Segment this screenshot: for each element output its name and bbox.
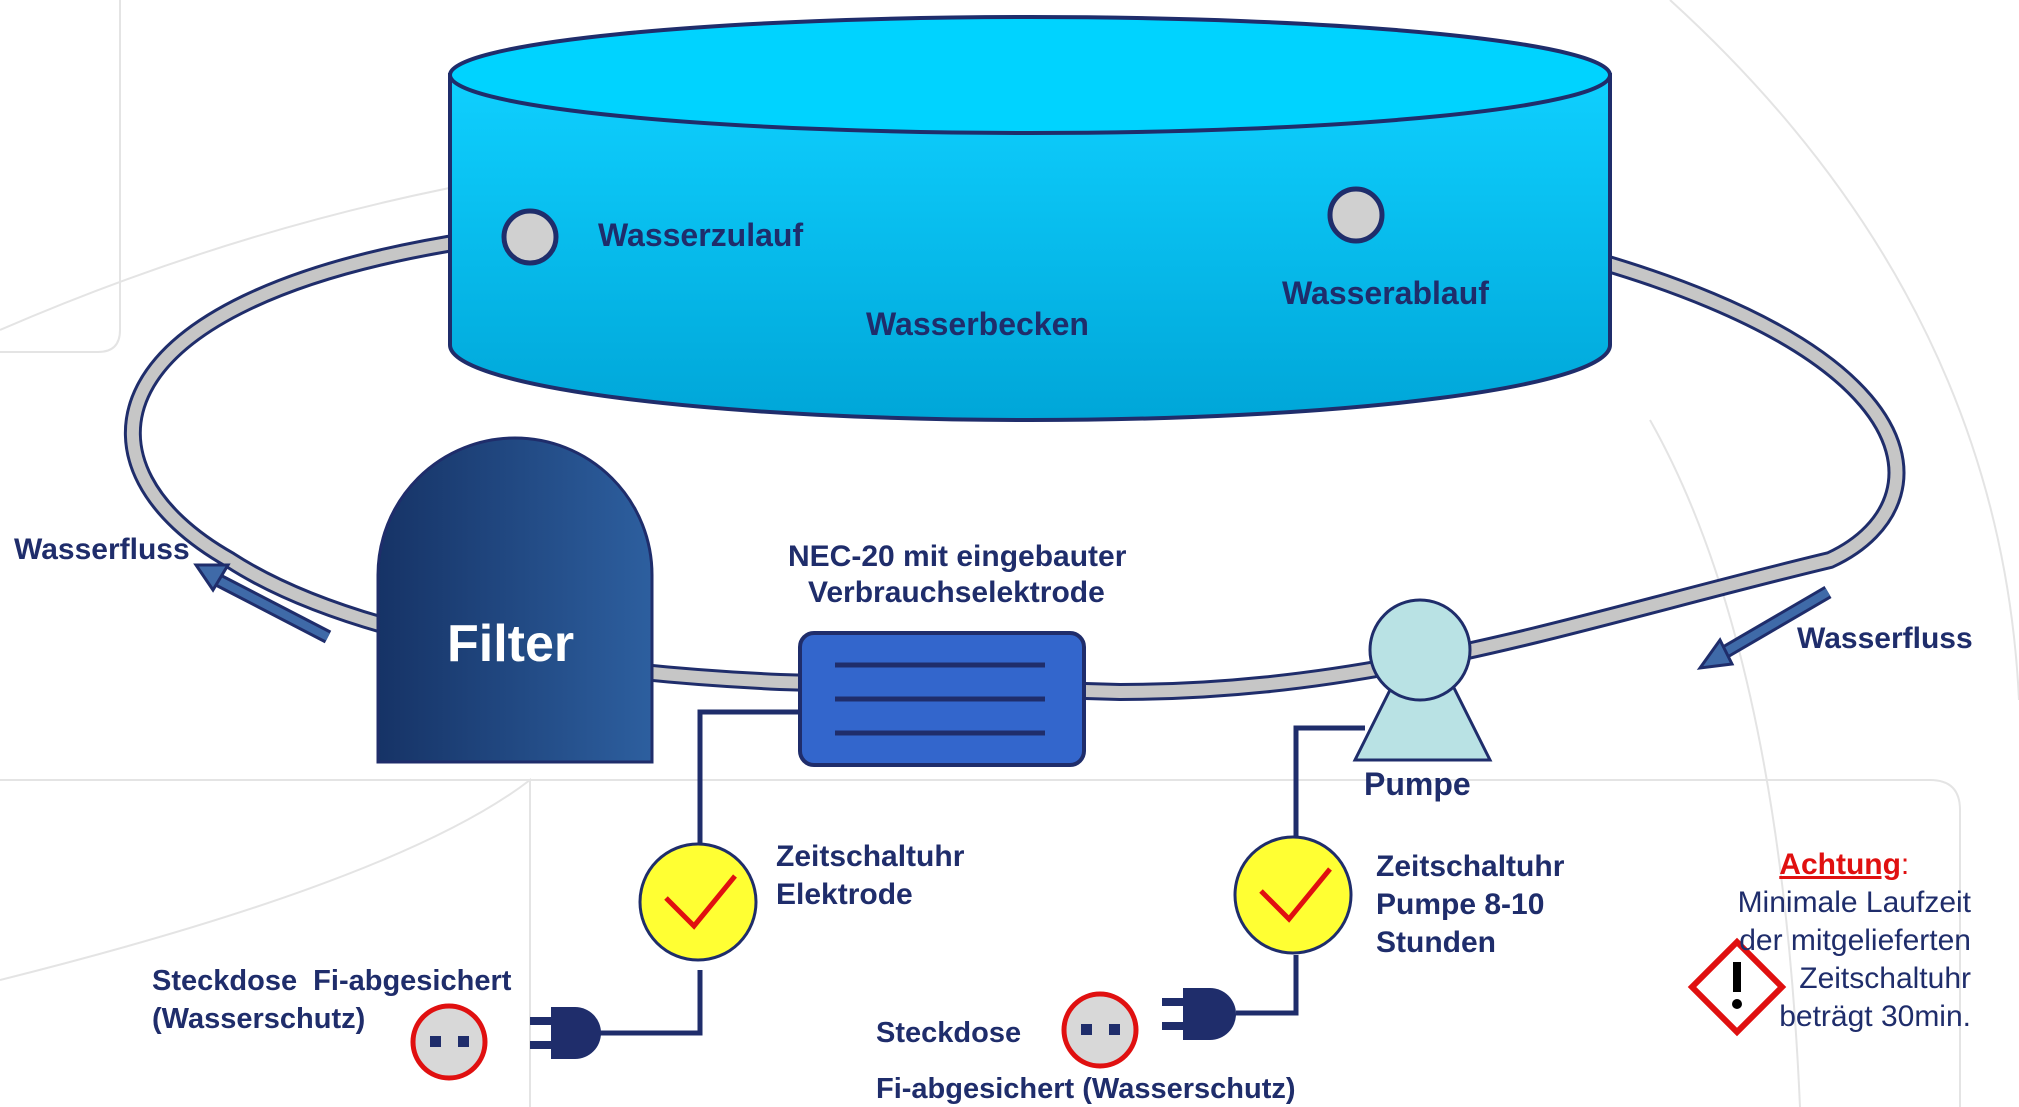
outlet-port xyxy=(1327,186,1385,244)
power-wires xyxy=(590,709,1365,1036)
warning-line3: Zeitschaltuhr xyxy=(1799,962,1971,995)
flow-label-right: Wasserfluss xyxy=(1797,622,1973,655)
pool-label: Wasserbecken xyxy=(866,306,1089,342)
socket-right-label-line1: Steckdose xyxy=(876,1017,1022,1049)
hazard-exclamation-icon xyxy=(1687,937,1787,1037)
warning-heading: Achtung: xyxy=(1738,846,1971,884)
electrode-label-line1: NEC-20 mit eingebauter xyxy=(788,540,1127,573)
timer-electrode-label-line1: Zeitschaltuhr xyxy=(776,840,965,873)
electrode-unit xyxy=(798,631,1086,767)
socket-left-label-line2: (Wasserschutz) xyxy=(152,1003,366,1035)
plug-icon xyxy=(1162,988,1236,1040)
socket-icon xyxy=(1061,991,1139,1069)
inlet-label: Wasserzulauf xyxy=(598,217,804,253)
warning-line4: beträgt 30min. xyxy=(1779,1000,1971,1033)
electrode-label-line2: Verbrauchselektrode xyxy=(808,576,1105,609)
timer-pump-label-line3: Stunden xyxy=(1376,926,1496,959)
flow-label-left: Wasserfluss xyxy=(14,533,190,566)
arrow-icon xyxy=(193,563,332,644)
socket-right-label-line2: Fi-abgesichert (Wasserschutz) xyxy=(876,1073,1296,1105)
outlet-label: Wasserablauf xyxy=(1282,275,1489,311)
pump-label: Pumpe xyxy=(1364,766,1471,802)
filter-unit xyxy=(376,436,654,764)
timer-pump-label-line1: Zeitschaltuhr xyxy=(1376,850,1565,883)
warning-line2: der mitgelieferten xyxy=(1739,924,1971,957)
check-mark-icon xyxy=(1259,867,1332,923)
plug-icon xyxy=(530,1007,601,1059)
warning-line1: Minimale Laufzeit xyxy=(1737,886,1971,919)
warning-word: Achtung xyxy=(1779,848,1901,881)
pump-unit xyxy=(1352,598,1493,762)
socket-icon xyxy=(410,1003,488,1081)
timer-electrode-label-line2: Elektrode xyxy=(776,878,913,911)
socket-left-label-line1: Steckdose Fi-abgesichert xyxy=(152,965,512,997)
check-mark-icon xyxy=(664,874,737,930)
arrow-icon xyxy=(1696,585,1832,670)
inlet-port xyxy=(501,208,559,266)
timer-pump-label-line2: Pumpe 8-10 xyxy=(1376,888,1545,921)
timer-electrode xyxy=(638,842,758,962)
filter-label: Filter xyxy=(447,615,575,673)
pool-tank xyxy=(448,15,1612,422)
warning-colon: : xyxy=(1900,848,1910,881)
timer-pump xyxy=(1233,835,1353,955)
runtime-warning-note: Achtung: Minimale Laufzeit der mitgelief… xyxy=(1738,846,1971,1036)
